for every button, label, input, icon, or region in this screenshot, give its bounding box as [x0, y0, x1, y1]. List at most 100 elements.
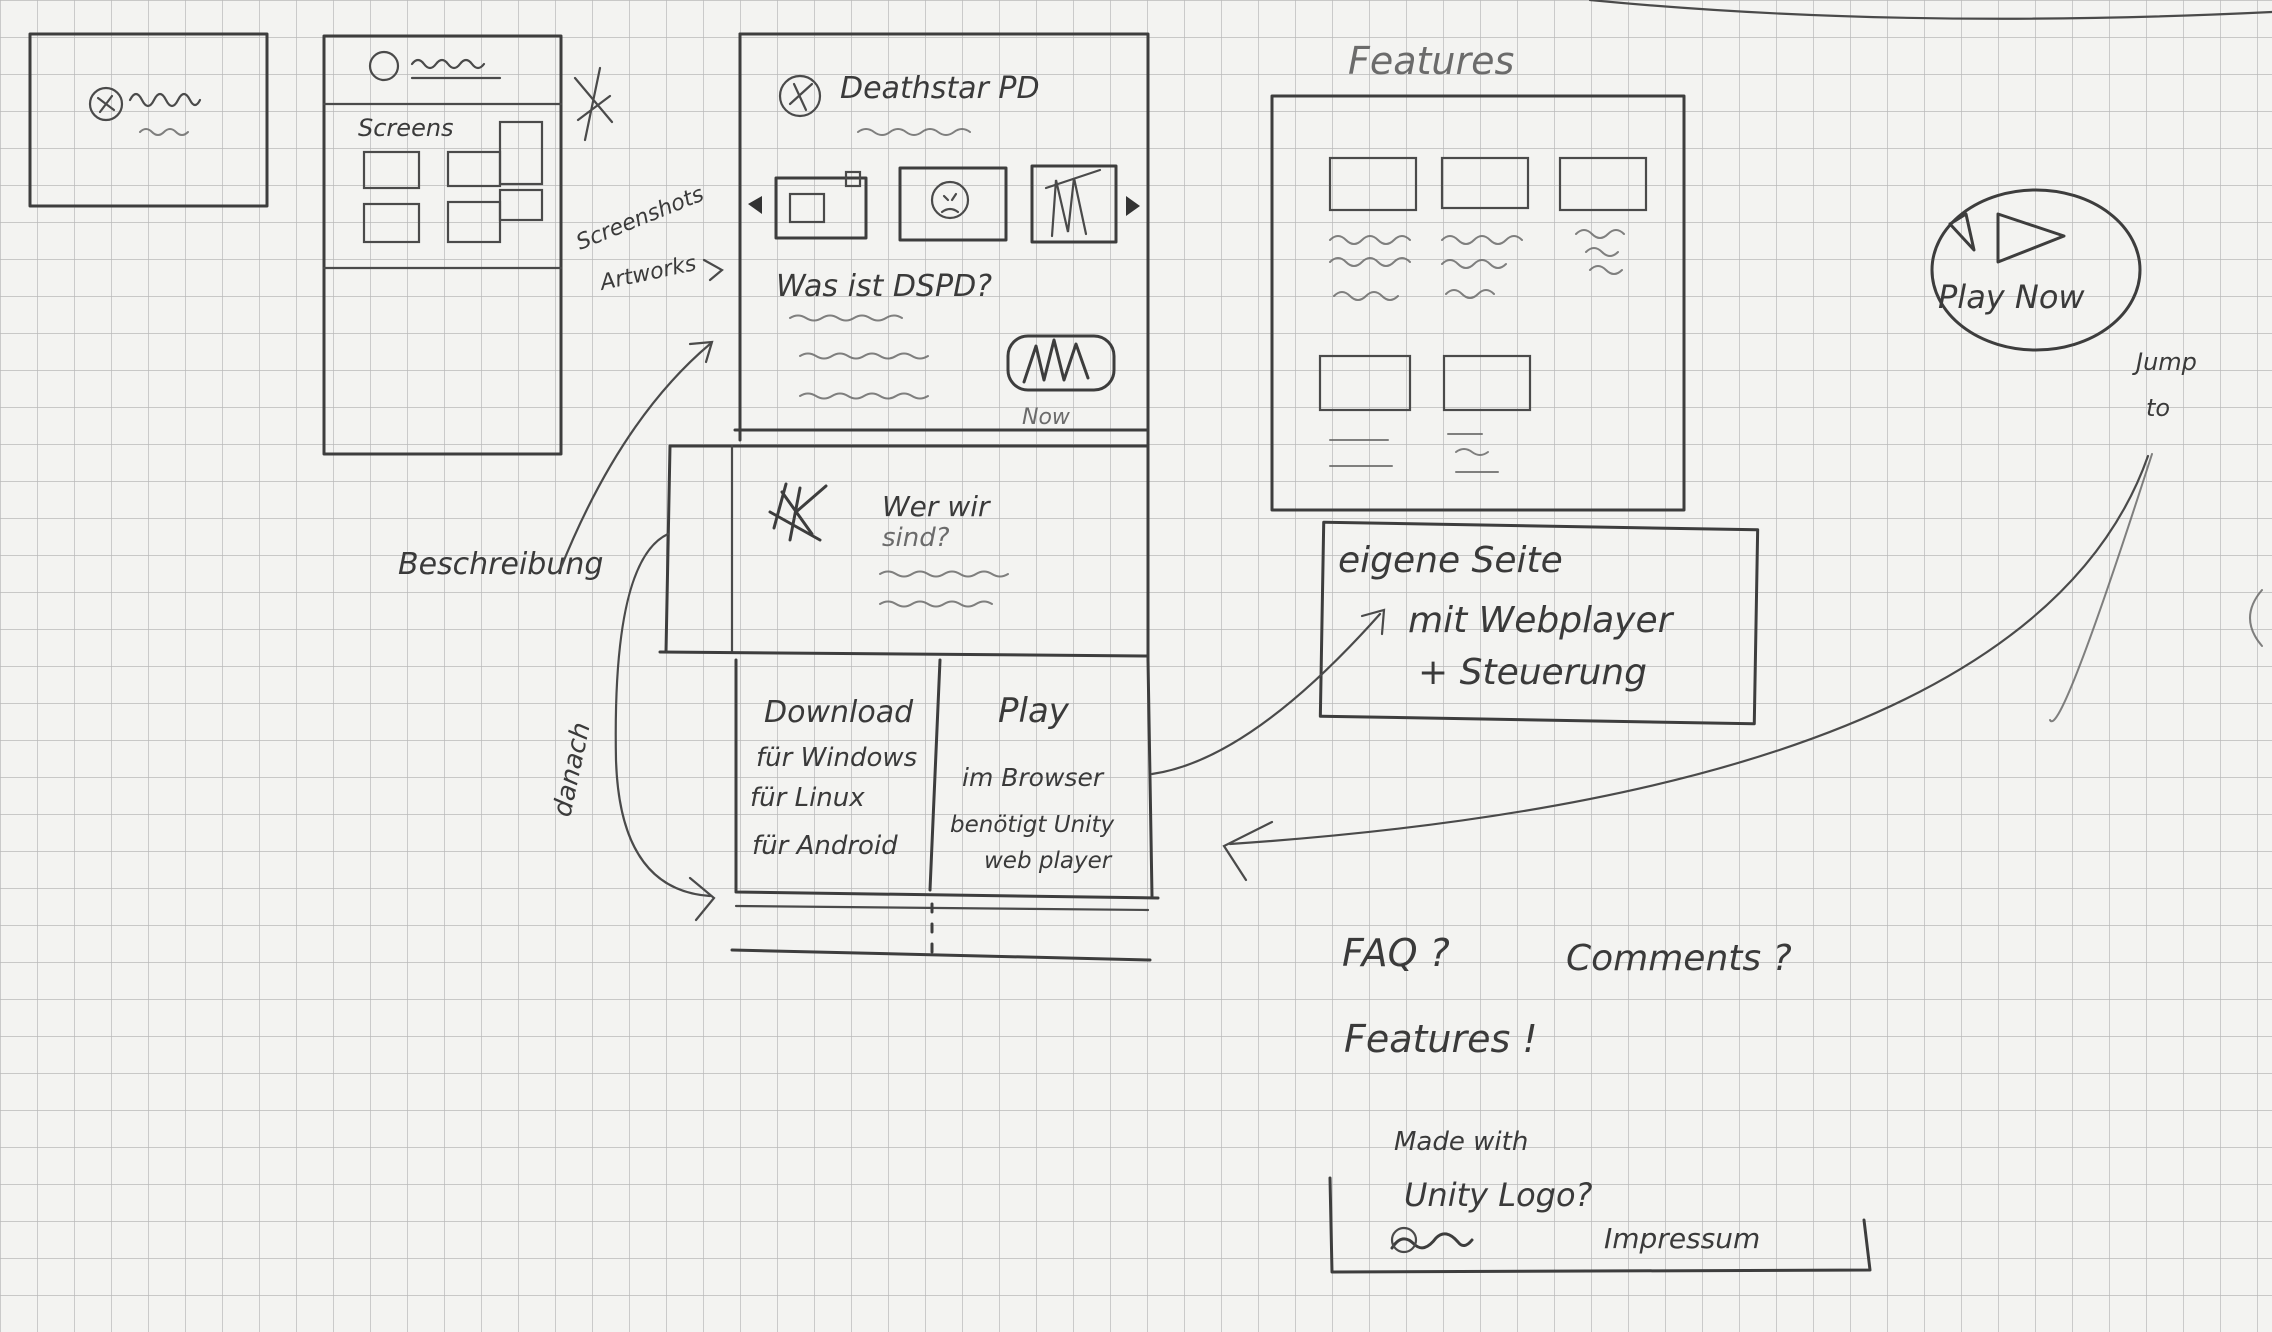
- screens-crossout: [573, 66, 614, 142]
- splash-subtitle-scribble: [139, 128, 189, 136]
- player-line-1: eigene Seite: [1338, 540, 1563, 581]
- play-now-label: Play Now: [1938, 278, 2085, 316]
- footer-copyright-scribble: [1390, 1232, 1474, 1250]
- cta-box-right-edge: [1146, 658, 1154, 898]
- beschreibung-arrowhead: [688, 340, 714, 364]
- jump-arrow-shading: [2049, 453, 2153, 723]
- danach-arrowhead: [688, 876, 716, 922]
- download-linux: für Linux: [750, 783, 865, 813]
- main-subtitle-scribble: [857, 128, 971, 136]
- jump-to-label: to: [2146, 394, 2170, 422]
- jump-arrowhead: [1222, 820, 1274, 882]
- carousel-prev-arrow: [748, 196, 762, 214]
- main-title: Deathstar PD: [840, 71, 1040, 106]
- main-top-right-edge: [738, 32, 1150, 662]
- footer-impressum: Impressum: [1604, 1222, 1760, 1255]
- jump-label: Jump: [2132, 348, 2197, 376]
- play-now-circle: [1930, 188, 2142, 352]
- screen-thumb-5: [446, 200, 502, 244]
- now-mark-label: Now: [1022, 405, 1071, 430]
- screens-label: Screens: [358, 114, 454, 142]
- player-line-2: mit Webplayer: [1408, 600, 1675, 641]
- sketch-splash-screen: [28, 32, 269, 208]
- screen-thumb-1: [362, 150, 421, 190]
- beschreibung-arrow: [558, 342, 712, 572]
- play-to-player-arrowhead: [1360, 608, 1386, 636]
- sketch-bottom-notes: FAQ ? Comments ? Features !: [1342, 931, 1792, 1061]
- carousel-thumb-2-features: [940, 192, 960, 214]
- screens-page-frame: [322, 34, 563, 456]
- note-faq: FAQ ?: [1342, 931, 1450, 975]
- main-bottom-line: [730, 948, 1152, 962]
- who-heading-line2: sind?: [882, 523, 950, 553]
- download-heading: Download: [764, 695, 914, 730]
- footer-made-with: Made with: [1394, 1127, 1528, 1157]
- carousel-thumb-3-sketch: [1044, 168, 1102, 238]
- who-bottom-line: [658, 650, 1150, 658]
- who-left-edge: [664, 444, 672, 654]
- carousel-thumb-2-face: [930, 180, 970, 220]
- feature-text-5: [1447, 433, 1499, 473]
- play-now-small-triangle-icon: [1948, 212, 1976, 252]
- play-heading: Play: [998, 691, 1070, 731]
- main-logo-icon: [778, 74, 822, 118]
- note-screenshots-arrow: [702, 258, 724, 282]
- what-text-line-3: [799, 392, 929, 400]
- screens-title-scribble: [410, 58, 502, 80]
- danach-arrow: [614, 532, 712, 898]
- cta-box-frame: [734, 658, 1160, 900]
- feature-box-3: [1558, 156, 1648, 212]
- play-to-player-arrow: [1150, 612, 1382, 776]
- now-button-sketch: [1006, 334, 1116, 392]
- features-heading: Features: [1348, 39, 1514, 83]
- note-comments: Comments ?: [1566, 938, 1792, 979]
- splash-logo-icon: [88, 86, 124, 122]
- copyright-icon: [1390, 1226, 1418, 1254]
- what-text-line-1: [789, 314, 903, 322]
- sketch-footer: Made with Unity Logo? Impressum: [1328, 1127, 1872, 1274]
- paper-notch: [2249, 589, 2263, 647]
- note-beschreibung: Beschreibung: [398, 547, 603, 582]
- sketch-player-page: eigene Seite mit Webplayer + Steuerung: [1150, 520, 1760, 776]
- sketch-screens-page: Screens: [322, 34, 614, 456]
- footer-frame: [1328, 1176, 1872, 1274]
- who-text-line-1: [879, 570, 1009, 578]
- note-features: Features !: [1344, 1017, 1538, 1061]
- screen-thumb-6: [498, 188, 544, 222]
- what-text-line-2: [799, 352, 929, 360]
- footer-unity-logo: Unity Logo?: [1404, 1176, 1593, 1214]
- feature-box-2: [1440, 156, 1530, 210]
- player-page-frame: [1318, 520, 1760, 726]
- now-button-crown: [1022, 338, 1090, 384]
- carousel-thumb-2: [898, 166, 1008, 242]
- feature-text-2: [1441, 235, 1523, 299]
- screens-logo-icon: [368, 50, 400, 82]
- carousel-thumb-1-inner: [788, 192, 826, 224]
- carousel-thumb-1: [774, 176, 868, 240]
- splash-frame: [28, 32, 269, 208]
- carousel-thumb-1-badge: [844, 170, 862, 188]
- feature-text-4: [1329, 439, 1393, 467]
- carousel-next-arrow: [1126, 196, 1140, 216]
- feature-text-3: [1575, 229, 1625, 275]
- play-browser: im Browser: [962, 763, 1105, 792]
- who-heading-line1: Wer wir: [882, 490, 991, 523]
- play-web-player: web player: [984, 848, 1113, 874]
- play-requires-unity: benötigt Unity: [950, 812, 1115, 838]
- top-edge-curve: [1588, 0, 2272, 20]
- sketch-features-page: Features: [1270, 39, 1686, 512]
- screen-thumb-3: [498, 120, 544, 186]
- cta-box-lower-line: [734, 904, 1150, 912]
- download-android: für Android: [752, 831, 898, 861]
- who-icon-scribble: [768, 482, 828, 542]
- carousel-thumb-3: [1030, 164, 1118, 244]
- who-text-line-2: [879, 600, 993, 608]
- feature-box-4: [1318, 354, 1412, 412]
- play-now-triangle-icon: [1996, 212, 2066, 264]
- main-logo-mark: [788, 82, 814, 112]
- jump-arrow: [1228, 454, 2150, 846]
- splash-title-scribble: [128, 92, 202, 108]
- download-windows: für Windows: [756, 743, 917, 773]
